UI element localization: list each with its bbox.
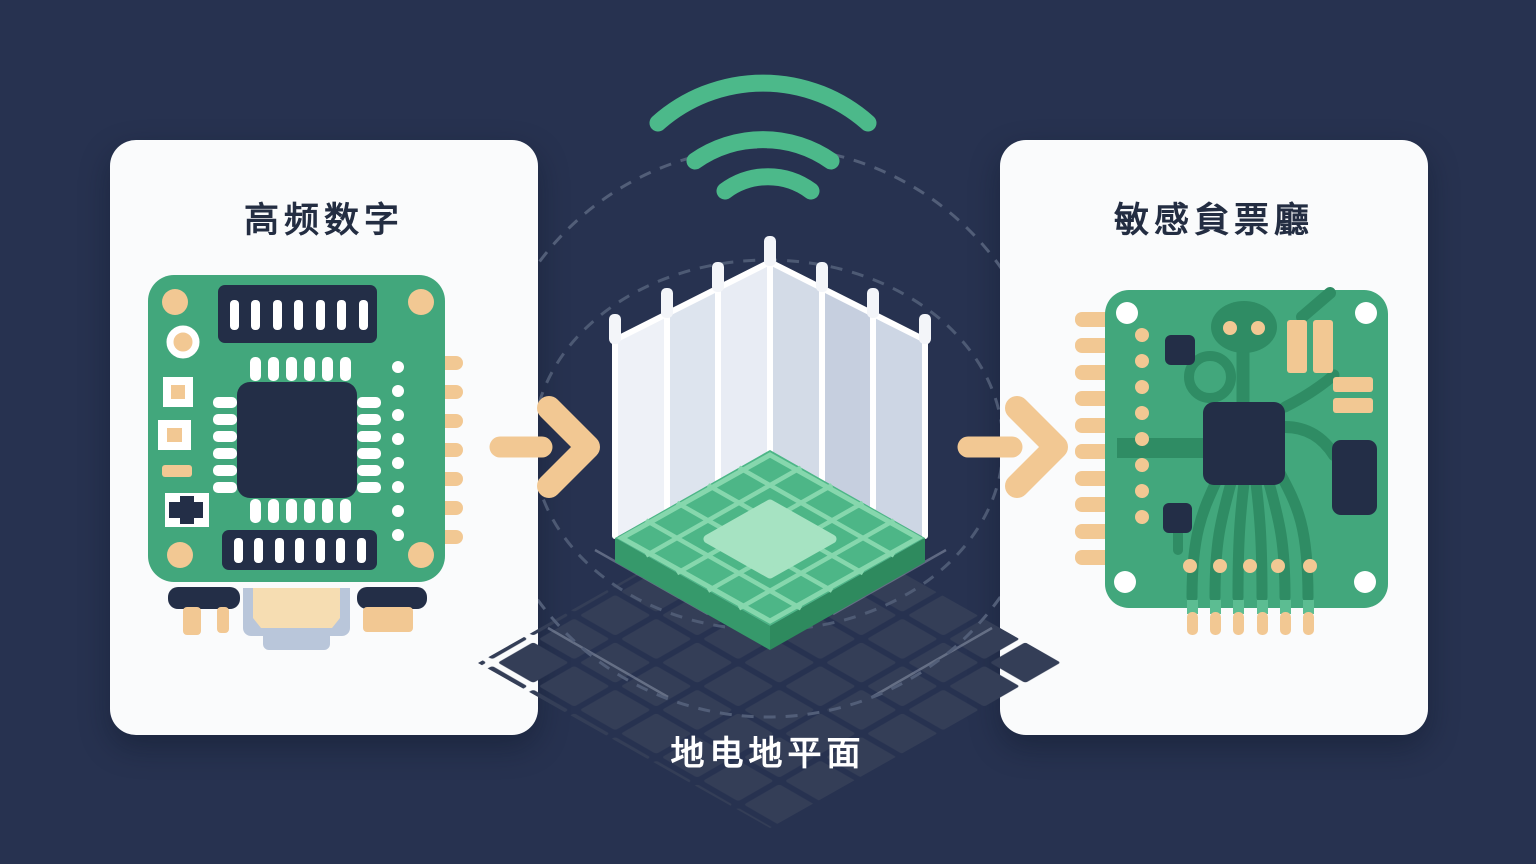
right-card-title: 敏感貟票廳 xyxy=(1113,201,1314,240)
wifi-icon xyxy=(649,74,877,200)
pcb-traces xyxy=(1173,287,1340,603)
shadow-grid xyxy=(478,498,1062,828)
connector-fingers-icon xyxy=(420,356,463,544)
digital-board-illustration xyxy=(148,275,463,650)
shield-posts xyxy=(609,236,931,344)
chip-icon xyxy=(237,382,357,498)
left-card: 高频数字 xyxy=(110,140,538,735)
chip-pins xyxy=(213,357,381,523)
ground-plane-label: 地电地平面 xyxy=(670,735,866,773)
ground-plane-illustration xyxy=(615,450,925,650)
usb-connector-icon xyxy=(243,588,350,650)
sensitive-board-illustration xyxy=(1075,287,1388,635)
connector-fingers-icon xyxy=(1075,312,1117,565)
chip-icon xyxy=(1203,402,1285,485)
right-card: 敏感貟票廳 xyxy=(1000,140,1428,735)
left-card-title: 高频数字 xyxy=(243,201,404,240)
shield-enclosure-illustration xyxy=(609,236,931,539)
dashed-orbit xyxy=(538,145,1000,719)
